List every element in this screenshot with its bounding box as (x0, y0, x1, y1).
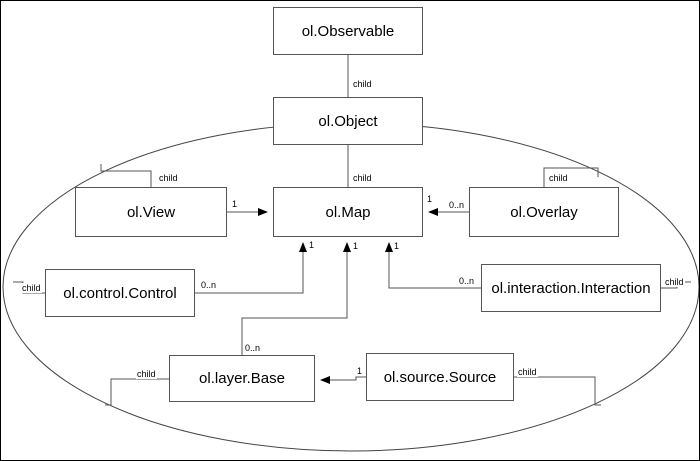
class-label-interaction: ol.interaction.Interaction (491, 279, 651, 297)
class-box-control[interactable]: ol.control.Control (45, 269, 195, 317)
class-box-layer-base[interactable]: ol.layer.Base (169, 355, 315, 402)
class-label-layer-base: ol.layer.Base (199, 370, 285, 387)
mult-label-interaction-target: 1 (393, 241, 401, 251)
mult-label-layerbase-target: 1 (352, 241, 360, 251)
mult-label-control-source: 0..n (200, 280, 218, 290)
class-box-map[interactable]: ol.Map (273, 187, 423, 237)
edge-source-ellipse (514, 376, 601, 406)
class-box-source[interactable]: ol.source.Source (366, 353, 514, 401)
class-box-observable[interactable]: ol.Observable (273, 7, 423, 55)
class-label-object: ol.Object (318, 112, 378, 130)
mult-label-source-layerbase: 1 (356, 366, 364, 376)
edge-label-map-object: child (352, 173, 373, 183)
edge-layerbase-map (241, 242, 351, 355)
class-box-interaction[interactable]: ol.interaction.Interaction (481, 264, 661, 312)
class-box-overlay[interactable]: ol.Overlay (469, 187, 619, 237)
edge-label-view-ellipse: child (158, 173, 179, 183)
edge-label-object-observable: child (352, 79, 373, 89)
edge-label-source-ellipse: child (517, 367, 538, 377)
class-label-source: ol.source.Source (383, 368, 497, 386)
class-label-control: ol.control.Control (63, 284, 177, 302)
class-label-overlay: ol.Overlay (510, 203, 578, 221)
edge-interaction-map (385, 242, 481, 289)
edge-overlay-ellipse (543, 167, 599, 187)
edge-control-map (195, 242, 307, 294)
class-label-view: ol.View (126, 203, 176, 221)
edge-layerbase-ellipse (105, 378, 169, 406)
mult-label-control-target: 1 (308, 240, 316, 250)
mult-label-view-map: 1 (231, 199, 239, 209)
edge-view-ellipse (100, 164, 152, 187)
mult-label-interaction-source: 0..n (458, 276, 476, 286)
edge-label-interaction-ellipse: child (664, 277, 685, 287)
class-box-view[interactable]: ol.View (75, 187, 227, 237)
mult-label-layerbase-source: 0..n (244, 343, 262, 353)
class-label-map: ol.Map (325, 203, 371, 221)
mult-label-overlay-target: 1 (426, 194, 434, 204)
edge-source-layerbase (320, 376, 366, 384)
mult-label-overlay-source: 0..n (448, 200, 466, 210)
edge-label-layerbase-ellipse: child (136, 369, 157, 379)
edge-label-control-ellipse: child (21, 283, 42, 293)
edge-label-overlay-ellipse: child (548, 173, 569, 183)
class-label-observable: ol.Observable (301, 22, 395, 40)
class-box-object[interactable]: ol.Object (273, 97, 423, 145)
